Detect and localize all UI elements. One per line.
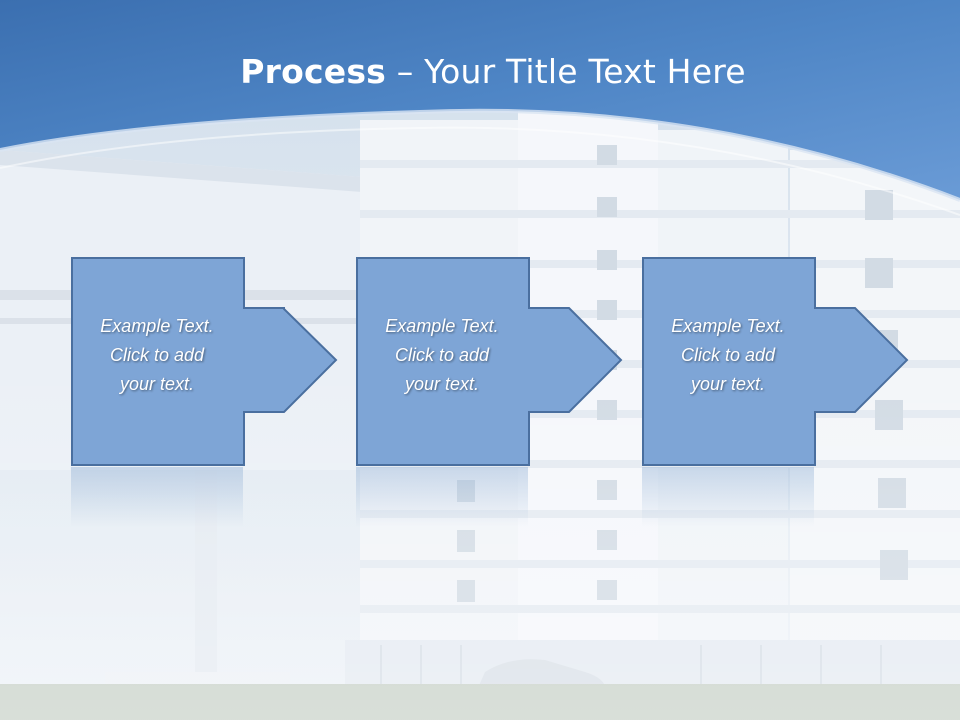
step-text-line: Click to add xyxy=(109,345,205,365)
step-text-line: Click to add xyxy=(680,345,776,365)
title-rest: – Your Title Text Here xyxy=(386,52,746,91)
step-text-line: Click to add xyxy=(394,345,490,365)
step-reflection xyxy=(356,467,528,527)
step-text-line: Example Text. xyxy=(385,316,499,336)
right-arrow-icon xyxy=(71,257,338,466)
step-text-line: Example Text. xyxy=(100,316,214,336)
title-bold: Process xyxy=(240,52,387,91)
step-text-line: your text. xyxy=(690,374,766,394)
step-text-line: your text. xyxy=(119,374,195,394)
step-text: Example Text. Click to add your text. xyxy=(356,312,528,399)
step-text: Example Text. Click to add your text. xyxy=(642,312,814,399)
step-text-line: your text. xyxy=(404,374,480,394)
step-text: Example Text. Click to add your text. xyxy=(71,312,243,399)
process-step-2[interactable]: Example Text. Click to add your text. xyxy=(356,257,696,467)
right-arrow-icon xyxy=(642,257,909,466)
right-arrow-icon xyxy=(356,257,623,466)
step-text-line: Example Text. xyxy=(671,316,785,336)
process-step-3[interactable]: Example Text. Click to add your text. xyxy=(642,257,960,467)
step-reflection xyxy=(71,467,243,527)
process-step-1[interactable]: Example Text. Click to add your text. xyxy=(71,257,411,467)
step-reflection xyxy=(642,467,814,527)
slide-title[interactable]: Process – Your Title Text Here xyxy=(0,52,960,91)
